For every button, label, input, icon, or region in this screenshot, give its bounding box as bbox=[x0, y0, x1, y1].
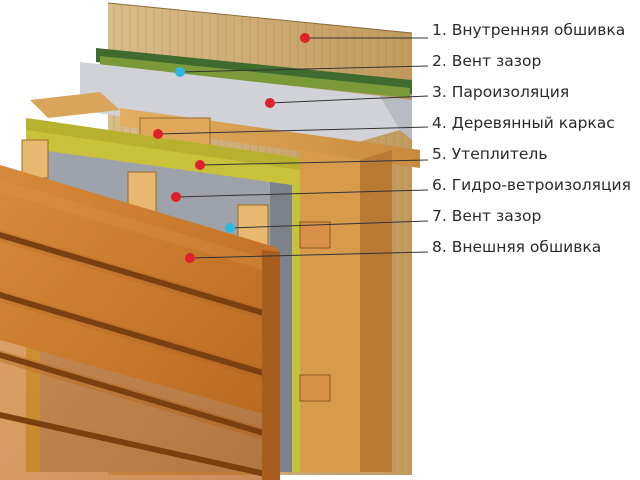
outer-siding-layer bbox=[0, 165, 280, 480]
vent-gap-inner-layer bbox=[96, 48, 412, 98]
layer-label-6: 6. Гидро-ветроизоляция bbox=[432, 176, 631, 194]
leader-line-7 bbox=[229, 220, 429, 229]
leader-line-8 bbox=[189, 251, 429, 259]
layer-number: 8. bbox=[432, 238, 447, 256]
layer-name: Деревянный каркас bbox=[451, 114, 615, 132]
layer-number: 2. bbox=[432, 52, 447, 70]
layer-label-8: 8. Внешняя обшивка bbox=[432, 238, 601, 256]
layer-label-1: 1. Внутренняя обшивка bbox=[432, 21, 625, 39]
marker-dot-4 bbox=[153, 129, 163, 139]
leader-line-5 bbox=[199, 159, 429, 166]
layer-name: Вент зазор bbox=[451, 207, 542, 225]
layer-markers bbox=[153, 33, 310, 263]
layer-name: Вент зазор bbox=[451, 52, 542, 70]
layer-number: 5. bbox=[432, 145, 447, 163]
layer-number: 3. bbox=[432, 83, 447, 101]
marker-dot-7 bbox=[225, 223, 235, 233]
layer-name: Внутренняя обшивка bbox=[451, 21, 626, 39]
layer-name: Гидро-ветроизоляция bbox=[451, 176, 631, 194]
vapor-barrier-layer bbox=[80, 62, 412, 150]
leader-line-4 bbox=[157, 126, 429, 135]
marker-dot-2 bbox=[175, 67, 185, 77]
layer-number: 4. bbox=[432, 114, 447, 132]
leader-lines bbox=[157, 37, 429, 259]
leader-line-2 bbox=[179, 65, 429, 73]
leader-line-3 bbox=[269, 95, 429, 104]
marker-dot-5 bbox=[195, 160, 205, 170]
layer-name: Внешняя обшивка bbox=[451, 238, 602, 256]
marker-dot-8 bbox=[185, 253, 195, 263]
marker-dot-3 bbox=[265, 98, 275, 108]
layer-label-3: 3. Пароизоляция bbox=[432, 83, 569, 101]
layer-label-4: 4. Деревянный каркас bbox=[432, 114, 615, 132]
layer-number: 6. bbox=[432, 176, 447, 194]
layer-number: 7. bbox=[432, 207, 447, 225]
layer-number: 1. bbox=[432, 21, 447, 39]
layer-label-5: 5. Утеплитель bbox=[432, 145, 547, 163]
marker-dot-1 bbox=[300, 33, 310, 43]
wooden-frame-layer bbox=[30, 92, 420, 472]
layer-label-2: 2. Вент зазор bbox=[432, 52, 541, 70]
layer-name: Утеплитель bbox=[451, 145, 548, 163]
layer-label-7: 7. Вент зазор bbox=[432, 207, 541, 225]
leader-line-6 bbox=[175, 189, 429, 198]
layer-name: Пароизоляция bbox=[451, 83, 570, 101]
marker-dot-6 bbox=[171, 192, 181, 202]
